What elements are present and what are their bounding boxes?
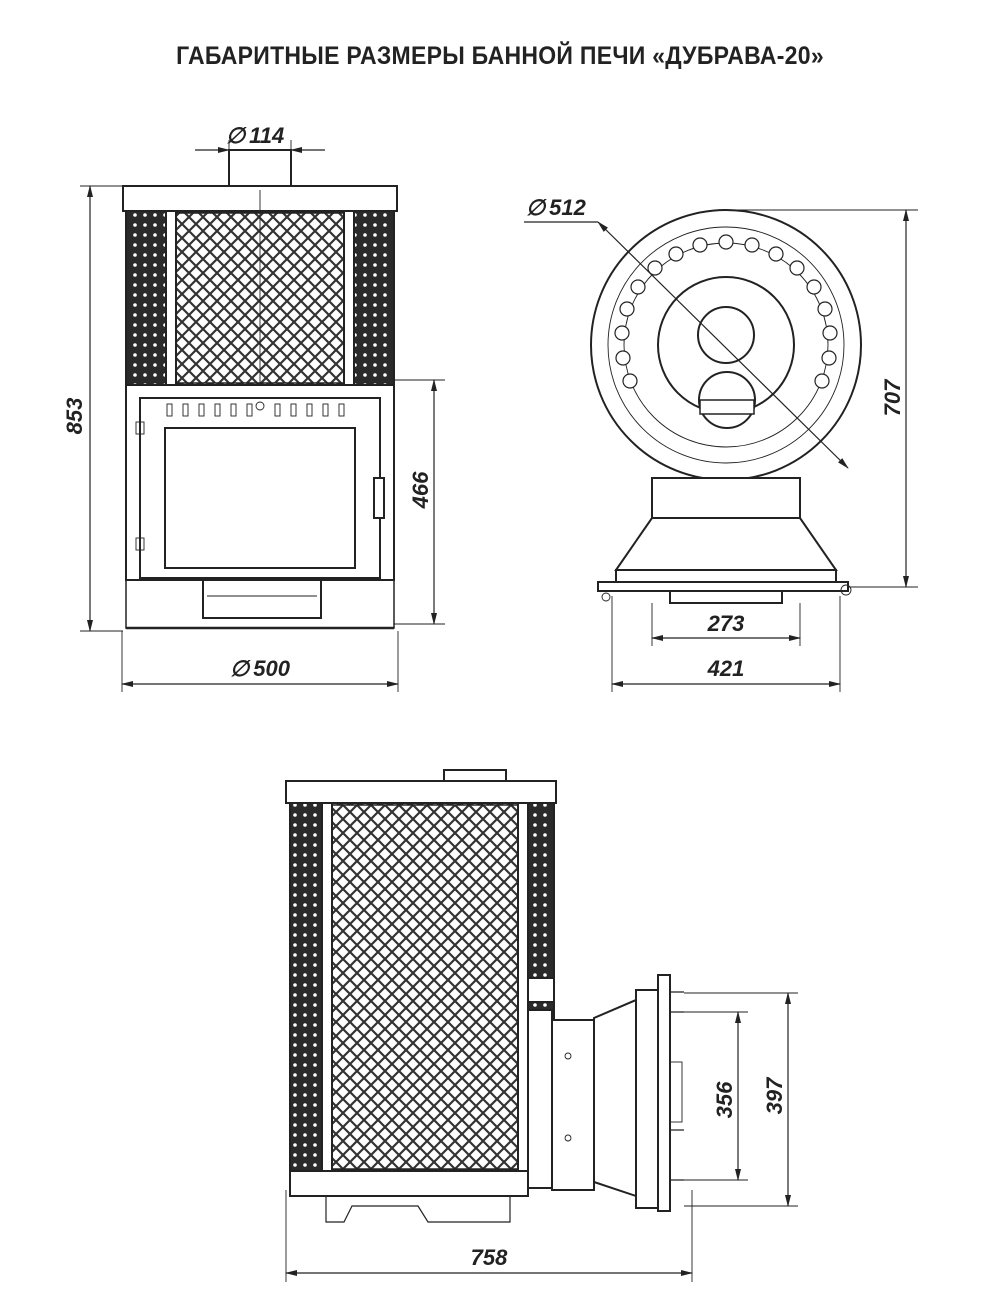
ash-pan <box>202 579 322 619</box>
front-body-diameter-label: ∅500 <box>230 656 291 681</box>
front-door-height-label: 466 <box>408 471 433 509</box>
door-glass <box>164 427 356 569</box>
side-total-length-label: 758 <box>471 1245 508 1270</box>
side-door-outer-height-label: 397 <box>762 1076 787 1114</box>
top-height-label: 707 <box>880 378 905 416</box>
front-total-height-label: 853 <box>62 398 87 435</box>
page-title: ГАБАРИТНЫЕ РАЗМЕРЫ БАННОЙ ПЕЧИ «ДУБРАВА-… <box>176 42 824 70</box>
top-outer-diameter-label: ∅512 <box>526 195 587 220</box>
neck <box>651 477 801 519</box>
front-chimney-diameter-label: ∅114 <box>226 123 284 148</box>
door-handle <box>373 477 385 519</box>
chimney <box>228 149 292 189</box>
tunnel <box>551 1019 595 1191</box>
top-view: ∅512 707 273 421 <box>524 195 918 692</box>
side-view: 356 397 758 <box>285 769 798 1282</box>
vent-slots <box>166 401 345 417</box>
base-plate <box>597 581 849 592</box>
side-base <box>289 1170 529 1197</box>
side-top-cap <box>285 780 557 804</box>
top-inner-width-label: 273 <box>707 611 745 636</box>
top-outer-width-label: 421 <box>707 656 745 681</box>
cone <box>614 517 838 571</box>
side-door <box>657 974 671 1212</box>
front-view: ∅114 853 466 ∅500 <box>62 123 445 692</box>
side-door-inner-height-label: 356 <box>712 1081 737 1118</box>
